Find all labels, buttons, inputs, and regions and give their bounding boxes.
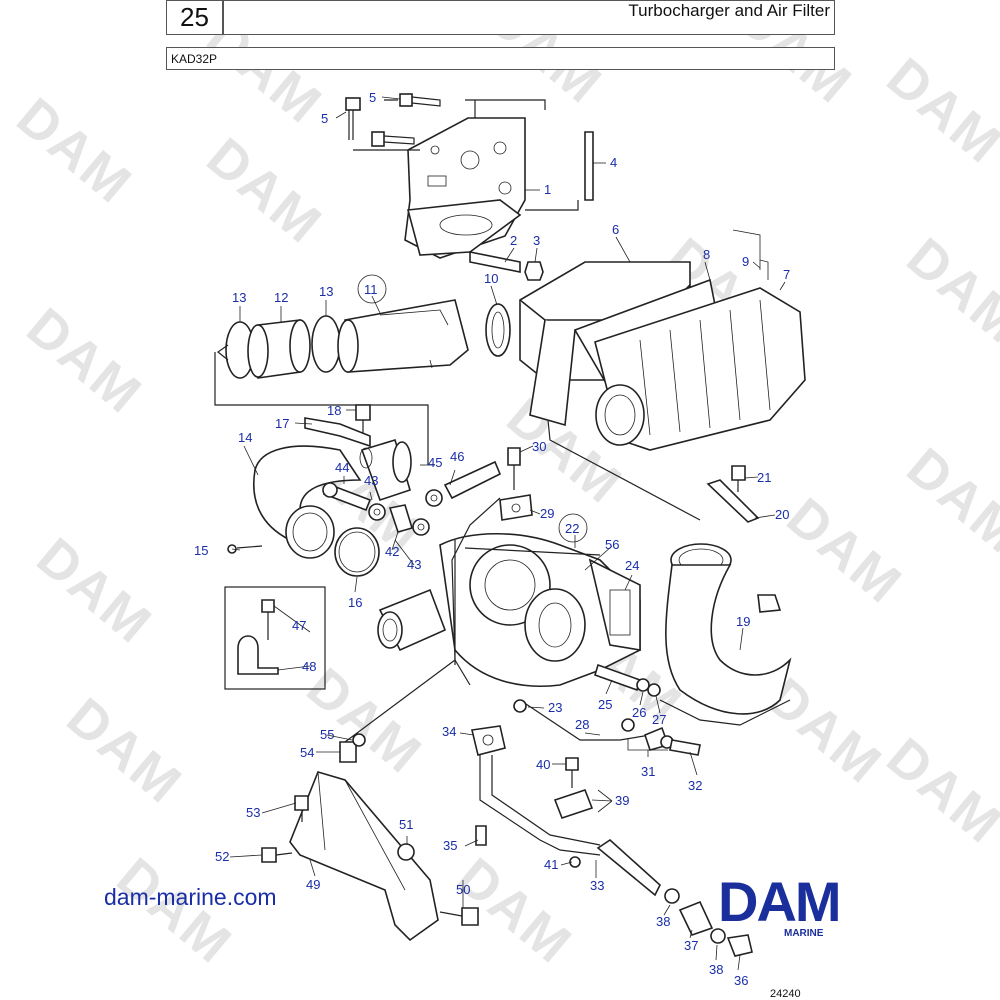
callout-56: 56: [605, 537, 619, 552]
engine-model: KAD32P: [166, 47, 835, 70]
callout-54: 54: [300, 745, 314, 760]
callout-20: 20: [775, 507, 789, 522]
page-title: Turbocharger and Air Filter: [223, 0, 835, 35]
callout-55: 55: [320, 727, 334, 742]
callout-41: 41: [544, 857, 558, 872]
callout-40: 40: [536, 757, 550, 772]
air-filter-assembly: [519, 229, 806, 451]
section-number: 25: [166, 0, 223, 35]
callout-10: 10: [484, 271, 498, 286]
callout-4: 4: [610, 155, 617, 170]
hose-assembly-11-13: [214, 299, 511, 465]
bolts-5: [345, 93, 441, 151]
callout-46: 46: [450, 449, 464, 464]
support-bracket-49: [261, 659, 479, 942]
oil-return-pipes: [471, 663, 753, 957]
callout-1: 1: [544, 182, 551, 197]
logo-wordmark: DAM: [718, 870, 842, 933]
callout-38: 38: [709, 962, 723, 977]
brand-logo: DAM MARINE: [718, 870, 898, 940]
callout-14: 14: [238, 430, 252, 445]
callout-37: 37: [684, 938, 698, 953]
turbocharger: [377, 532, 641, 688]
clip-inset-47-48: [224, 586, 326, 690]
air-filter-bracket: [404, 99, 546, 259]
callout-19: 19: [736, 614, 750, 629]
callout-31: 31: [641, 764, 655, 779]
inlet-hose-14: [227, 445, 380, 577]
callout-30: 30: [532, 439, 546, 454]
callout-3: 3: [533, 233, 540, 248]
outlet-elbow-19: [547, 419, 792, 726]
callout-43: 43: [364, 473, 378, 488]
callout-26: 26: [632, 705, 646, 720]
drawing-number: 24240: [770, 988, 801, 1000]
callout-24: 24: [625, 558, 639, 573]
callout-8: 8: [703, 247, 710, 262]
callout-5: 5: [369, 90, 376, 105]
callout-53: 53: [246, 805, 260, 820]
callout-17: 17: [275, 416, 289, 431]
callout-52: 52: [215, 849, 229, 864]
oil-feed-pipe: [451, 447, 533, 686]
callout-16: 16: [348, 595, 362, 610]
callout-33: 33: [590, 878, 604, 893]
callout-15: 15: [194, 543, 208, 558]
callout-13: 13: [232, 290, 246, 305]
callout-38: 38: [656, 914, 670, 929]
callout-6: 6: [612, 222, 619, 237]
callout-11: 11: [364, 282, 378, 297]
pipe-45-and-bracket-17: [304, 404, 412, 502]
bolt-2-and-nut-3: [469, 251, 544, 281]
callout-44: 44: [335, 460, 349, 475]
callout-circle-22: [558, 513, 588, 543]
callout-23: 23: [548, 700, 562, 715]
callout-18: 18: [327, 403, 341, 418]
callout-circle-11: [357, 274, 387, 304]
callout-42: 42: [385, 544, 399, 559]
callout-48: 48: [302, 659, 316, 674]
callout-36: 36: [734, 973, 748, 988]
callout-27: 27: [652, 712, 666, 727]
callout-13: 13: [319, 284, 333, 299]
callout-7: 7: [783, 267, 790, 282]
callout-39: 39: [615, 793, 629, 808]
callout-9: 9: [742, 254, 749, 269]
callout-50: 50: [456, 882, 470, 897]
callout-12: 12: [274, 290, 288, 305]
callout-32: 32: [688, 778, 702, 793]
logo-subtitle: MARINE: [784, 928, 824, 939]
callout-51: 51: [399, 817, 413, 832]
callout-22: 22: [565, 521, 579, 536]
callout-43: 43: [407, 557, 421, 572]
callout-29: 29: [540, 506, 554, 521]
callout-45: 45: [428, 455, 442, 470]
callout-5: 5: [321, 111, 328, 126]
callout-34: 34: [442, 724, 456, 739]
callout-35: 35: [443, 838, 457, 853]
website-link[interactable]: dam-marine.com: [104, 884, 277, 910]
callout-49: 49: [306, 877, 320, 892]
fittings-42-46: [322, 460, 502, 536]
callout-28: 28: [575, 717, 589, 732]
callout-47: 47: [292, 618, 306, 633]
stud-4: [525, 131, 594, 211]
callout-21: 21: [757, 470, 771, 485]
callout-25: 25: [598, 697, 612, 712]
callout-2: 2: [510, 233, 517, 248]
